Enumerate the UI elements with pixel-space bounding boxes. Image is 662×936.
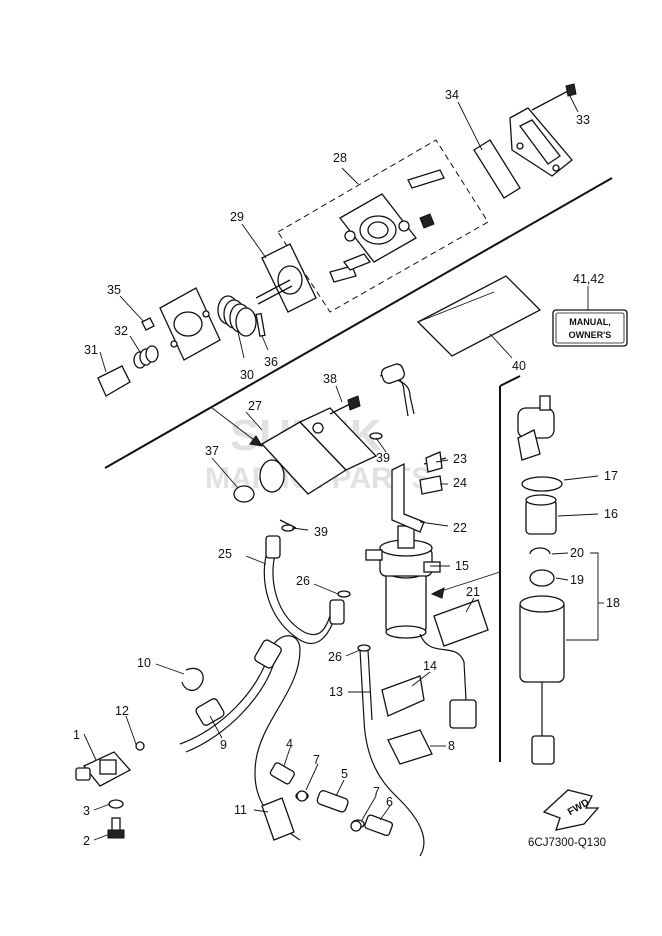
washer-3 <box>108 799 124 809</box>
clamp-14 <box>381 675 425 717</box>
water-separator-assembly <box>517 395 565 765</box>
leader-lines <box>83 95 604 841</box>
callout-37: 37 <box>205 444 219 458</box>
hose-13 <box>359 649 425 857</box>
callout-27: 27 <box>248 399 262 413</box>
callout-12: 12 <box>115 704 129 718</box>
diaphragm-gasket <box>473 139 521 199</box>
fuel-connector-1 <box>75 741 145 839</box>
callout-16: 16 <box>604 507 618 521</box>
section-divider-upper <box>104 177 613 469</box>
callout-29: 29 <box>230 210 244 224</box>
clip-11 <box>261 797 295 841</box>
callout-10: 10 <box>137 656 151 670</box>
callout-3: 3 <box>83 804 90 818</box>
callout-21: 21 <box>466 585 480 599</box>
callout-23: 23 <box>453 452 467 466</box>
manual-label-line2: OWNER'S <box>569 330 612 340</box>
hose-25 <box>263 547 335 644</box>
o-ring-17 <box>521 476 563 492</box>
filter-bracket <box>391 462 425 533</box>
owners-manual-label-box: MANUAL, OWNER'S <box>552 309 628 347</box>
callout-39a: 39 <box>376 451 390 465</box>
callout-labels: 1 2 3 4 5 6 7 7 8 9 10 11 12 13 14 15 16… <box>73 88 620 848</box>
callout-38: 38 <box>323 372 337 386</box>
diagram-code: 6CJ7300-Q130 <box>528 837 606 849</box>
callout-31: 31 <box>84 343 98 357</box>
callout-26b: 26 <box>328 650 342 664</box>
forward-direction-indicator: FWD <box>542 789 600 831</box>
fuel-hoses <box>179 535 425 857</box>
joint-5 <box>316 790 349 813</box>
callout-15: 15 <box>455 559 469 573</box>
owners-manual-envelope <box>416 275 542 357</box>
callout-36: 36 <box>264 355 278 369</box>
fuel-pump-assembly <box>233 407 378 529</box>
hose-9 <box>179 635 301 841</box>
callout-40: 40 <box>512 359 526 373</box>
callout-34: 34 <box>445 88 459 102</box>
callout-26a: 26 <box>296 574 310 588</box>
callout-28: 28 <box>333 151 347 165</box>
callout-11: 11 <box>234 803 247 817</box>
section-divider-right-top <box>499 375 521 387</box>
callout-32: 32 <box>114 324 128 338</box>
pump-spring <box>217 295 257 337</box>
callout-5: 5 <box>341 767 348 781</box>
callout-7b: 7 <box>373 785 380 799</box>
repair-kit-outline <box>277 139 489 313</box>
fuel-pump-exploded <box>97 83 577 397</box>
float-19 <box>529 569 555 587</box>
callout-1: 1 <box>73 728 80 742</box>
callout-13: 13 <box>329 685 343 699</box>
callout-39b: 39 <box>314 525 328 539</box>
callout-35: 35 <box>107 283 121 297</box>
callout-19: 19 <box>570 573 584 587</box>
manual-label-line1: MANUAL, <box>569 317 611 327</box>
callout-41-42: 41,42 <box>573 272 604 286</box>
callout-7a: 7 <box>313 753 320 767</box>
hose-4 <box>269 762 295 785</box>
callout-18: 18 <box>606 596 620 610</box>
callout-2: 2 <box>83 834 90 848</box>
callout-30: 30 <box>240 368 254 382</box>
plunger <box>97 365 131 397</box>
callout-17: 17 <box>604 469 618 483</box>
pump-cover-inner <box>519 119 561 165</box>
clip-10 <box>181 667 204 692</box>
callout-14: 14 <box>423 659 437 673</box>
o-ring-37 <box>233 485 255 503</box>
hose-6 <box>364 814 394 837</box>
callout-4: 4 <box>286 737 293 751</box>
callout-33: 33 <box>576 113 590 127</box>
clamp-8 <box>387 729 433 765</box>
fuel-filter <box>365 525 477 729</box>
callout-22: 22 <box>453 521 467 535</box>
clamp-21 <box>433 599 489 647</box>
callout-25: 25 <box>218 547 232 561</box>
callout-9: 9 <box>220 738 227 752</box>
screw-head <box>565 83 577 97</box>
callout-24: 24 <box>453 476 467 490</box>
callout-6: 6 <box>386 795 393 809</box>
callout-20: 20 <box>570 546 584 560</box>
callout-8: 8 <box>448 739 455 753</box>
